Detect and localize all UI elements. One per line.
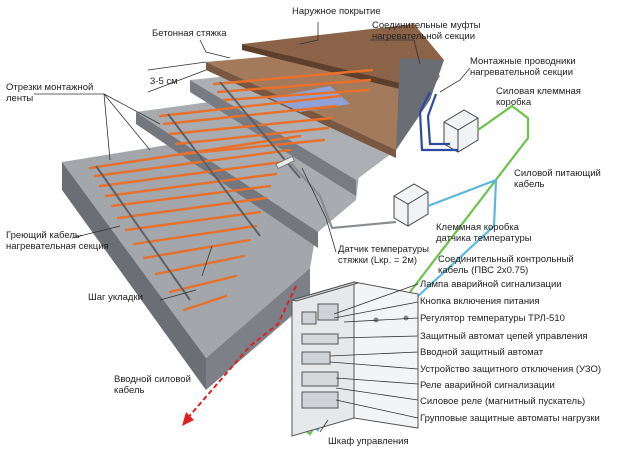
cabinet-item: Групповые защитные автоматы нагрузки (420, 413, 600, 424)
cabinet-item: Силовое реле (магнитный пускатель) (420, 396, 586, 407)
label-thickness: 3-5 см (150, 76, 178, 87)
label-concrete-screed: Бетонная стяжка (152, 28, 227, 39)
cabinet-item: Лампа аварийной сигнализации (420, 279, 562, 290)
control-line (415, 178, 498, 299)
label-power-box: Силовая клеммная коробка (496, 86, 581, 108)
input-cable (182, 285, 297, 426)
cabinet-item: Защитный автомат цепей управления (420, 331, 588, 342)
mount-wire-conduit-2 (426, 93, 450, 146)
mount-wire-conduit (418, 91, 458, 152)
power-junction-box (443, 109, 479, 153)
label-input-cable: Вводной силовой кабель (114, 374, 191, 396)
input-cable-arrow-icon (182, 412, 194, 426)
leader-lines (34, 22, 471, 433)
cover-layer (242, 24, 444, 86)
cabinet-item: Регулятор температуры ТРЛ-510 (420, 313, 565, 324)
wiring (289, 91, 530, 436)
label-couplings: Соединительные муфты нагревательной секц… (372, 20, 481, 42)
label-cabinet: Шкаф управления (328, 436, 409, 447)
cabinet-item: Кнопка включения питания (420, 296, 540, 307)
label-control-cable: Соединительный контрольный кабель (ПВС 2… (438, 254, 574, 276)
block-right-face (396, 58, 444, 150)
sensor-junction-box (393, 183, 429, 227)
label-tape-pieces: Отрезки монтажной ленты (6, 82, 94, 104)
cabinet-item: Вводной защитный автомат (420, 347, 544, 358)
label-outer-cover: Наружное покрытие (292, 6, 381, 17)
base-slab-front (62, 162, 206, 390)
label-power-cable: Силовой питающий кабель (514, 168, 601, 190)
cabinet-item: Реле аварийной сигнализации (420, 380, 555, 391)
label-pitch: Шаг укладки (88, 292, 143, 303)
power-button-icon (403, 315, 409, 321)
sensor-lead (289, 161, 397, 230)
label-heating-cable: Греющий кабель- нагревательная секция (6, 230, 109, 252)
label-mount-wires: Монтажные проводники нагревательной секц… (470, 56, 576, 78)
power-feed-line (409, 104, 530, 293)
control-cabinet (290, 281, 419, 437)
label-temp-sensor: Датчик температуры стяжки (Lкр. = 2м) (338, 244, 429, 266)
base-slab-right (206, 268, 310, 390)
label-sensor-box: Клеммная коробка датчика температуры (436, 222, 532, 244)
heating-cable (88, 68, 374, 312)
cabinet-item: Устройство защитного отключения (УЗО) (420, 364, 602, 375)
temperature-sensor (275, 155, 296, 170)
